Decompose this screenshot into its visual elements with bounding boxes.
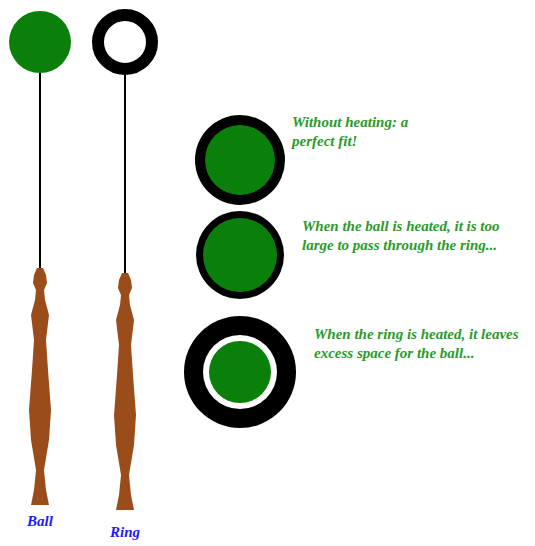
label-holder: When the ball is heated, it is too large… (302, 217, 530, 255)
ring-handle-group (114, 273, 136, 510)
label-holder: Ring (85, 523, 165, 542)
ring-cold (195, 115, 285, 205)
ball-cold (209, 341, 271, 403)
label-holder: When the ring is heated, it leaves exces… (314, 325, 529, 363)
ring-heated (184, 316, 296, 428)
caption-note: Without heating: a perfect fit! (292, 113, 442, 151)
caption-note: When the ball is heated, it is too large… (302, 217, 530, 255)
ball-rod (39, 70, 41, 270)
ball-heated (203, 218, 277, 292)
ball (9, 11, 71, 73)
label-holder: Ball (0, 512, 80, 531)
part-name: Ball (0, 512, 80, 531)
part-name: Ring (85, 523, 165, 542)
ring-cold (196, 211, 284, 299)
ring (98, 15, 152, 69)
ball-cold (205, 125, 275, 195)
ring-rod (124, 75, 126, 275)
ball-handle (29, 268, 51, 505)
caption-note: When the ring is heated, it leaves exces… (314, 325, 529, 363)
label-holder: Without heating: a perfect fit! (292, 113, 442, 151)
ring-gap (203, 335, 277, 409)
ring-handle (114, 273, 136, 510)
